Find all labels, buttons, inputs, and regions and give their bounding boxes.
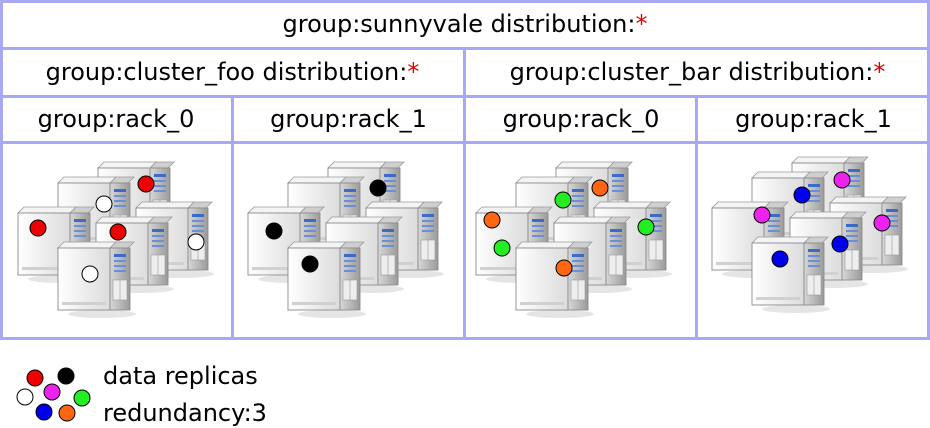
- foo-rack-1-header: group:rack_1: [232, 96, 465, 142]
- replica-dot: [833, 171, 851, 189]
- cluster-bar-header: group:cluster_bar distribution:*: [465, 48, 930, 96]
- replica-dot: [95, 195, 113, 213]
- legend-dot: [58, 404, 76, 422]
- server-icon: [287, 241, 367, 319]
- bar-rack-0-header: group:rack_0: [465, 96, 697, 142]
- sunnyvale-header: group:sunnyvale distribution:*: [0, 0, 930, 48]
- grid-line: [231, 95, 234, 340]
- replica-dot: [591, 179, 609, 197]
- replica-dot: [301, 255, 319, 273]
- replica-dot: [265, 222, 283, 240]
- cluster-foo-star: *: [407, 58, 420, 86]
- bar-rack-1-label: group:rack_1: [735, 105, 892, 133]
- foo-rack-0-header: group:rack_0: [0, 96, 232, 142]
- grid-line: [463, 47, 466, 340]
- replica-dot: [483, 211, 501, 229]
- replica-dot: [831, 235, 849, 253]
- cluster-bar-star: *: [873, 58, 886, 86]
- replica-dot: [555, 259, 573, 277]
- replica-dot: [873, 214, 891, 232]
- cluster-bar-label: group:cluster_bar distribution:: [509, 58, 874, 86]
- legend-data-replicas: data replicas: [103, 362, 258, 390]
- grid-line: [0, 0, 930, 3]
- server-icon: [751, 236, 831, 314]
- server-icon: [57, 241, 137, 319]
- replica-dot: [29, 219, 47, 237]
- replica-dot: [753, 206, 771, 224]
- replica-dot: [793, 186, 811, 204]
- legend-dot: [57, 367, 75, 385]
- sunnyvale-label: group:sunnyvale distribution:: [282, 10, 636, 38]
- replica-dot: [493, 239, 511, 257]
- foo-rack-1-label: group:rack_1: [270, 105, 427, 133]
- replica-dot: [637, 218, 655, 236]
- legend-dot: [73, 389, 91, 407]
- replica-dot: [137, 175, 155, 193]
- legend-redundancy: redundancy:3: [103, 399, 267, 427]
- grid-line: [0, 0, 3, 340]
- replica-dot: [771, 250, 789, 268]
- grid-line: [695, 95, 698, 340]
- foo-rack-0-label: group:rack_0: [37, 105, 195, 133]
- grid-line: [927, 0, 930, 340]
- topology-grid: group:sunnyvale distribution:* group:clu…: [0, 0, 930, 340]
- legend-dot: [16, 388, 34, 406]
- replica-dot: [369, 179, 387, 197]
- replica-dot: [81, 265, 99, 283]
- server-rack-1-1: [711, 156, 909, 314]
- legend-dot: [26, 369, 44, 387]
- replica-dot: [187, 233, 205, 251]
- legend-dots: [16, 367, 91, 422]
- cluster-foo-header: group:cluster_foo distribution:*: [0, 48, 465, 96]
- replica-dot: [554, 191, 572, 209]
- server-rack-0-0: [17, 161, 215, 319]
- cluster-foo-label: group:cluster_foo distribution:: [45, 58, 408, 86]
- bar-rack-0-label: group:rack_0: [502, 105, 660, 133]
- legend-dot: [35, 403, 53, 421]
- bar-rack-1-header: group:rack_1: [697, 96, 930, 142]
- legend-dot: [43, 383, 61, 401]
- replica-dot: [109, 223, 127, 241]
- server-rack-1-0: [475, 161, 673, 319]
- server-rack-0-1: [247, 161, 445, 319]
- sunnyvale-star: *: [635, 10, 648, 38]
- server-icon: [515, 241, 595, 319]
